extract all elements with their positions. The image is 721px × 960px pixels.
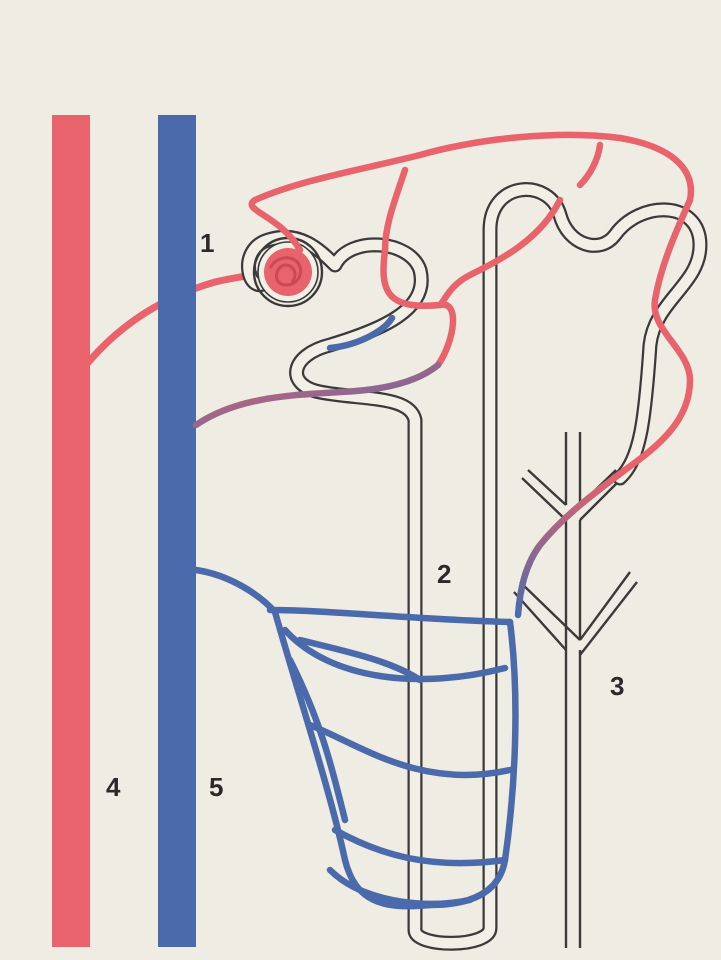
label-1: 1 [200, 228, 214, 258]
label-4: 4 [106, 772, 121, 802]
artery-vessel [52, 115, 90, 947]
glomerulus [254, 238, 322, 306]
label-2: 2 [437, 559, 451, 589]
label-5: 5 [209, 772, 223, 802]
vein-vessel [158, 115, 196, 947]
label-3: 3 [610, 671, 624, 701]
